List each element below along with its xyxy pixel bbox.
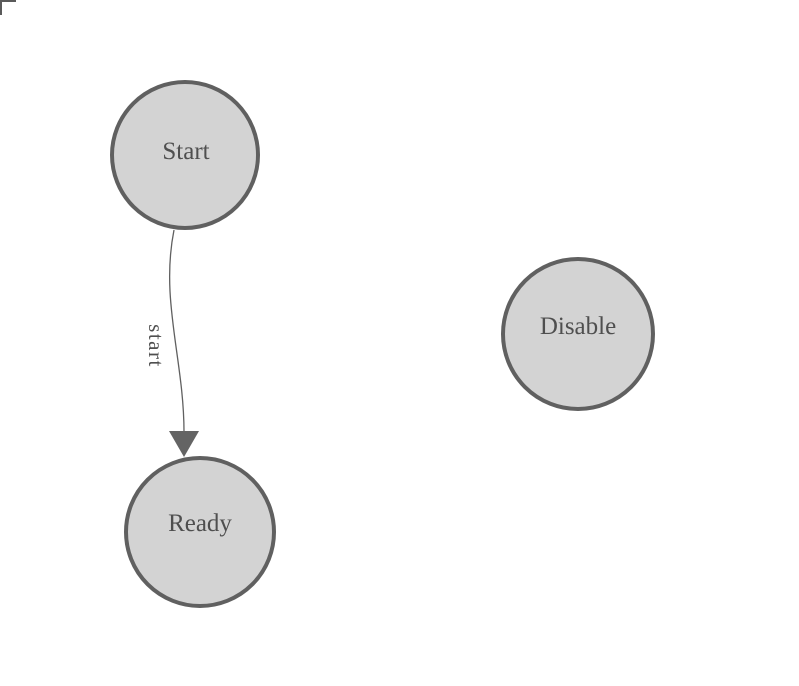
edge-start-to-ready: start (144, 229, 199, 457)
node-start-label: Start (162, 138, 209, 165)
edge-arrowhead-icon (169, 431, 199, 457)
node-disable-circle[interactable] (501, 257, 655, 411)
node-ready[interactable]: Ready (124, 456, 276, 608)
node-start-circle[interactable] (110, 80, 260, 230)
node-disable[interactable]: Disable (501, 257, 655, 411)
node-ready-circle[interactable] (124, 456, 276, 608)
node-disable-label: Disable (540, 313, 616, 340)
edge-label: start (144, 324, 168, 368)
node-start[interactable]: Start (110, 80, 260, 230)
node-ready-label: Ready (168, 510, 232, 537)
edge-path (169, 229, 185, 433)
canvas-corner-mark-icon (0, 0, 16, 15)
